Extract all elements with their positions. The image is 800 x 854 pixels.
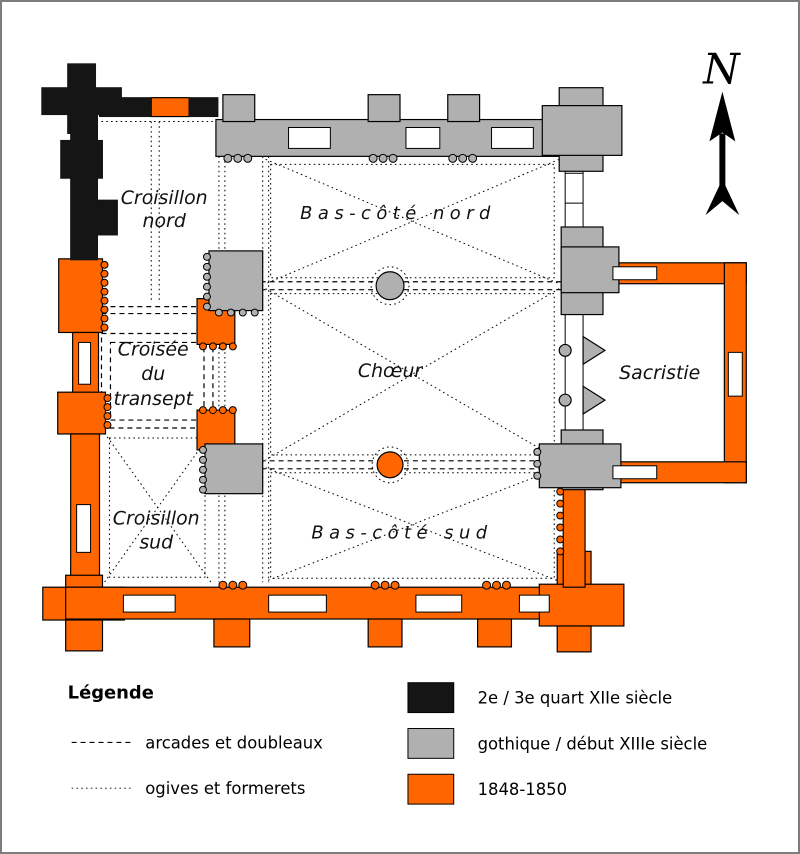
legend-period-2-label: gothique / début XIIIe siècle — [478, 734, 708, 753]
label-croisee-line3: transept — [113, 388, 193, 410]
north-label: N — [702, 45, 741, 94]
label-choeur: Chœur — [358, 360, 424, 382]
north-indicator: N — [702, 45, 741, 216]
label-bas-cote-sud: Bas-côté sud — [311, 522, 492, 543]
legend-period-1-label: 2e / 3e quart XIIe siècle — [478, 689, 673, 708]
arcades-doubleaux-lines — [100, 281, 566, 470]
1848-column-ring — [371, 446, 409, 484]
swatch-gothic — [407, 727, 455, 759]
room-labels: Croisillon nord Bas-côté nord Croisée du… — [113, 187, 700, 553]
gothic-column — [375, 271, 405, 301]
1848-column — [376, 451, 404, 479]
legend-dotted-label: ogives et formerets — [145, 779, 305, 798]
pier-scallops — [100, 153, 565, 590]
legend-period-3-label: 1848-1850 — [478, 780, 567, 799]
label-croisillon-sud-line1: Croisillon — [113, 508, 200, 530]
pillar-columns — [370, 266, 410, 484]
label-bas-cote-nord: Bas-côté nord — [300, 203, 496, 224]
label-croisillon-nord-line1: Croisillon — [121, 187, 208, 209]
swatch-12th-century — [407, 682, 455, 714]
legend: Légende arcades et doubleaux ogives et f… — [68, 682, 708, 805]
north-arrow-icon — [705, 91, 740, 216]
walls-12th-century — [41, 63, 219, 261]
ogives-formerets-lines — [101, 121, 560, 583]
legend-dashed-label: arcades et doubleaux — [145, 733, 323, 752]
swatch-1848 — [407, 773, 455, 805]
walls-1848-1850 — [42, 97, 747, 653]
label-croisee-line1: Croisée — [118, 338, 189, 360]
legend-title: Légende — [68, 683, 154, 704]
label-croisillon-nord-line2: nord — [143, 210, 187, 232]
label-croisee-line2: du — [141, 363, 165, 385]
gothic-column-ring — [370, 266, 410, 306]
walls-gothic — [204, 87, 623, 495]
label-sacristie: Sacristie — [619, 362, 700, 384]
window-openings — [76, 127, 743, 613]
label-croisillon-sud-line2: sud — [139, 531, 174, 553]
